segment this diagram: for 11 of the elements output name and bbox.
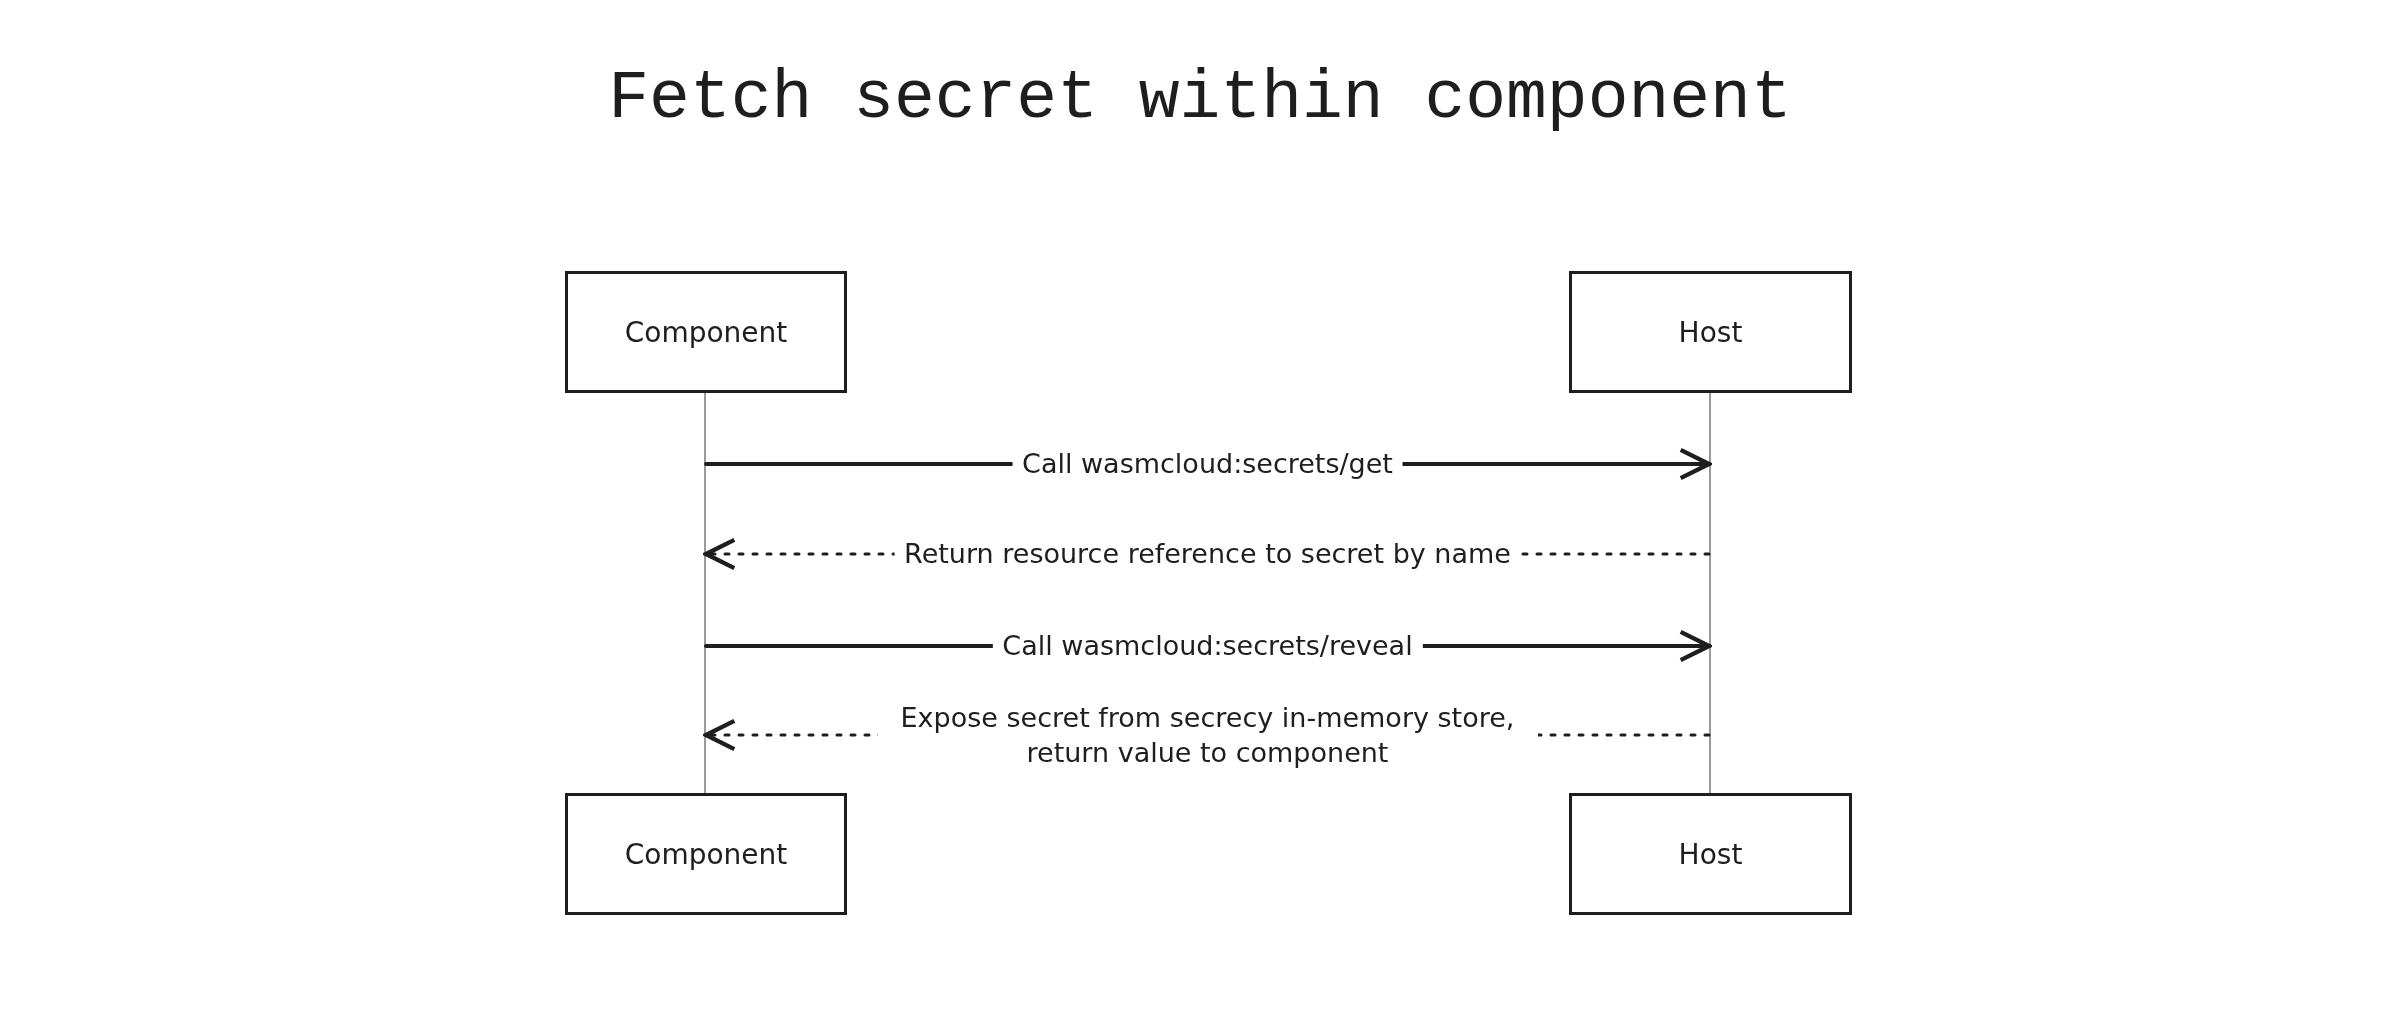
diagram-title: Fetch secret within component (607, 60, 1793, 137)
participant-label: Component (624, 315, 788, 349)
participant-label: Host (1678, 837, 1743, 871)
participant-label: Host (1678, 315, 1743, 349)
participant-box (565, 271, 847, 393)
lifeline (1709, 393, 1711, 793)
participant-box (1569, 793, 1852, 915)
participant-label: Component (624, 837, 788, 871)
participant-box (1569, 271, 1852, 393)
participant-box (565, 793, 847, 915)
lifeline (704, 393, 706, 793)
